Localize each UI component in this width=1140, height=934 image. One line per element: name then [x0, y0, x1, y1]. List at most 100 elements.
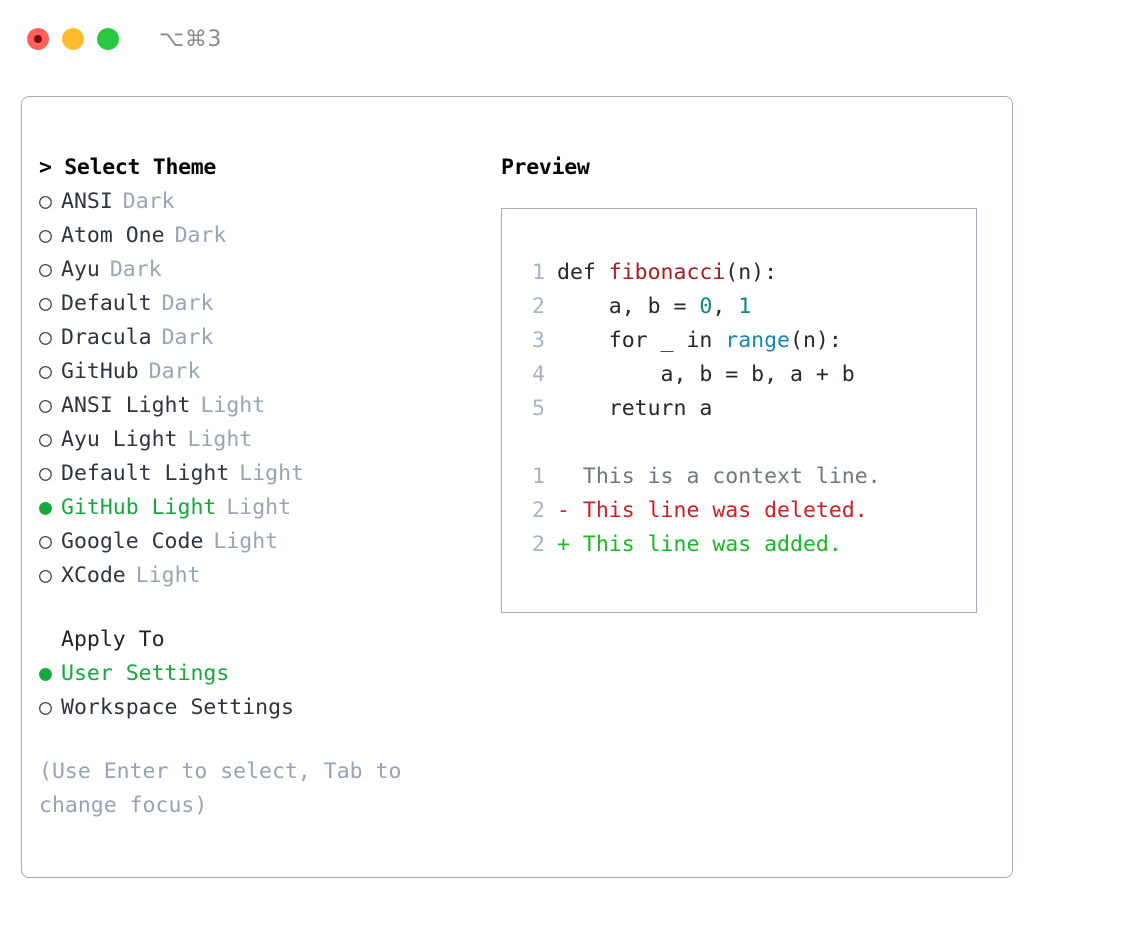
apply-to-header: Apply To [61, 627, 165, 652]
theme-variant-tag: Dark [161, 291, 214, 316]
line-number: 3 [532, 328, 545, 353]
theme-option[interactable]: ○ Ayu Dark [39, 253, 499, 287]
theme-variant-tag: Dark [148, 359, 201, 384]
code-token: return a [557, 396, 713, 421]
line-number: 1 [532, 464, 545, 489]
radio-unselected-icon[interactable]: ○ [39, 359, 52, 384]
diff-line: 2- This line was deleted. [519, 494, 881, 528]
diff-marker: + [557, 532, 583, 557]
theme-option[interactable]: ○ Google Code Light [39, 525, 499, 559]
diff-text: This is a context line. [582, 464, 881, 489]
radio-selected-icon[interactable]: ● [39, 661, 52, 686]
theme-option-label: XCode [61, 563, 126, 588]
code-token: 0 [699, 294, 713, 319]
line-number: 1 [532, 260, 545, 285]
theme-option-label: Ayu [61, 257, 100, 282]
theme-option-label: Dracula [61, 325, 152, 350]
theme-variant-tag: Dark [161, 325, 214, 350]
minimize-window-button[interactable] [62, 28, 84, 50]
radio-unselected-icon[interactable]: ○ [39, 291, 52, 316]
code-token: a, b = [557, 294, 700, 319]
diff-text: This line was deleted. [582, 498, 868, 523]
radio-unselected-icon[interactable]: ○ [39, 393, 52, 418]
keyboard-shortcut-label: ⌥⌘3 [159, 26, 222, 52]
radio-unselected-icon[interactable]: ○ [39, 325, 52, 350]
theme-variant-tag: Dark [109, 257, 162, 282]
maximize-window-button[interactable] [97, 28, 119, 50]
radio-unselected-icon[interactable]: ○ [39, 529, 52, 554]
theme-option-label: ANSI Light [61, 393, 191, 418]
traffic-lights [27, 28, 119, 50]
theme-option[interactable]: ○ Default Light Light [39, 457, 499, 491]
apply-to-option-label: User Settings [61, 661, 230, 686]
theme-option-label: Default Light [61, 461, 230, 486]
select-theme-header: > Select Theme [39, 155, 217, 180]
keyboard-hint-text: (Use Enter to select, Tab to change focu… [39, 759, 415, 818]
diff-marker [557, 460, 583, 494]
theme-option-label: GitHub [61, 359, 139, 384]
theme-option[interactable]: ● GitHub Light Light [39, 491, 499, 525]
theme-option[interactable]: ○ Dracula Dark [39, 321, 499, 355]
theme-variant-tag: Dark [122, 189, 175, 214]
theme-option-label: Default [61, 291, 152, 316]
line-number: 5 [532, 396, 545, 421]
radio-unselected-icon[interactable]: ○ [39, 461, 52, 486]
code-token: (n): [725, 260, 778, 285]
radio-unselected-icon[interactable]: ○ [39, 189, 52, 214]
theme-variant-tag: Light [135, 563, 201, 588]
theme-variant-tag: Dark [174, 223, 227, 248]
line-number: 2 [532, 294, 545, 319]
theme-option[interactable]: ○ Default Dark [39, 287, 499, 321]
theme-variant-tag: Light [226, 495, 292, 520]
diff-line: 1 This is a context line. [519, 460, 881, 494]
apply-to-option[interactable]: ○ Workspace Settings [39, 691, 499, 725]
theme-variant-tag: Light [200, 393, 266, 418]
theme-variant-tag: Light [213, 529, 279, 554]
theme-option[interactable]: ○ ANSI Light Light [39, 389, 499, 423]
theme-option-label: Ayu Light [61, 427, 178, 452]
diff-text: This line was added. [582, 532, 842, 557]
code-token: a, b = b, a + b [557, 362, 855, 387]
theme-option[interactable]: ○ GitHub Dark [39, 355, 499, 389]
apply-to-option-list[interactable]: ● User Settings ○ Workspace Settings [39, 657, 499, 725]
radio-unselected-icon[interactable]: ○ [39, 563, 52, 588]
code-token: , [712, 294, 739, 319]
code-line: 3 for _ in range(n): [519, 324, 881, 358]
radio-unselected-icon[interactable]: ○ [39, 257, 52, 282]
theme-option-label: Google Code [61, 529, 204, 554]
title-bar: ⌥⌘3 [0, 0, 1140, 78]
theme-option[interactable]: ○ ANSI Dark [39, 185, 499, 219]
code-line: 4 a, b = b, a + b [519, 358, 881, 392]
diff-line: 2 + This line was added. [519, 528, 881, 562]
theme-option-label: ANSI [61, 189, 113, 214]
theme-option-label: GitHub Light [61, 495, 217, 520]
close-window-button[interactable] [27, 28, 49, 50]
line-number: 2 [532, 498, 545, 523]
theme-option[interactable]: ○ XCode Light [39, 559, 499, 593]
code-spacer [519, 426, 881, 460]
apply-to-option[interactable]: ● User Settings [39, 657, 499, 691]
line-number: 2 [532, 532, 545, 557]
radio-selected-icon[interactable]: ● [39, 495, 52, 520]
apply-to-option-label: Workspace Settings [61, 695, 294, 720]
theme-option[interactable]: ○ Atom One Dark [39, 219, 499, 253]
theme-variant-tag: Light [239, 461, 305, 486]
code-line: 2 a, b = 0, 1 [519, 290, 881, 324]
code-token: (n): [790, 328, 842, 353]
radio-unselected-icon[interactable]: ○ [39, 223, 52, 248]
line-number: 4 [532, 362, 545, 387]
theme-option-label: Atom One [61, 223, 165, 248]
radio-unselected-icon[interactable]: ○ [39, 427, 52, 452]
radio-unselected-icon[interactable]: ○ [39, 695, 52, 720]
code-token: range [725, 328, 791, 353]
code-token: def [557, 260, 609, 285]
